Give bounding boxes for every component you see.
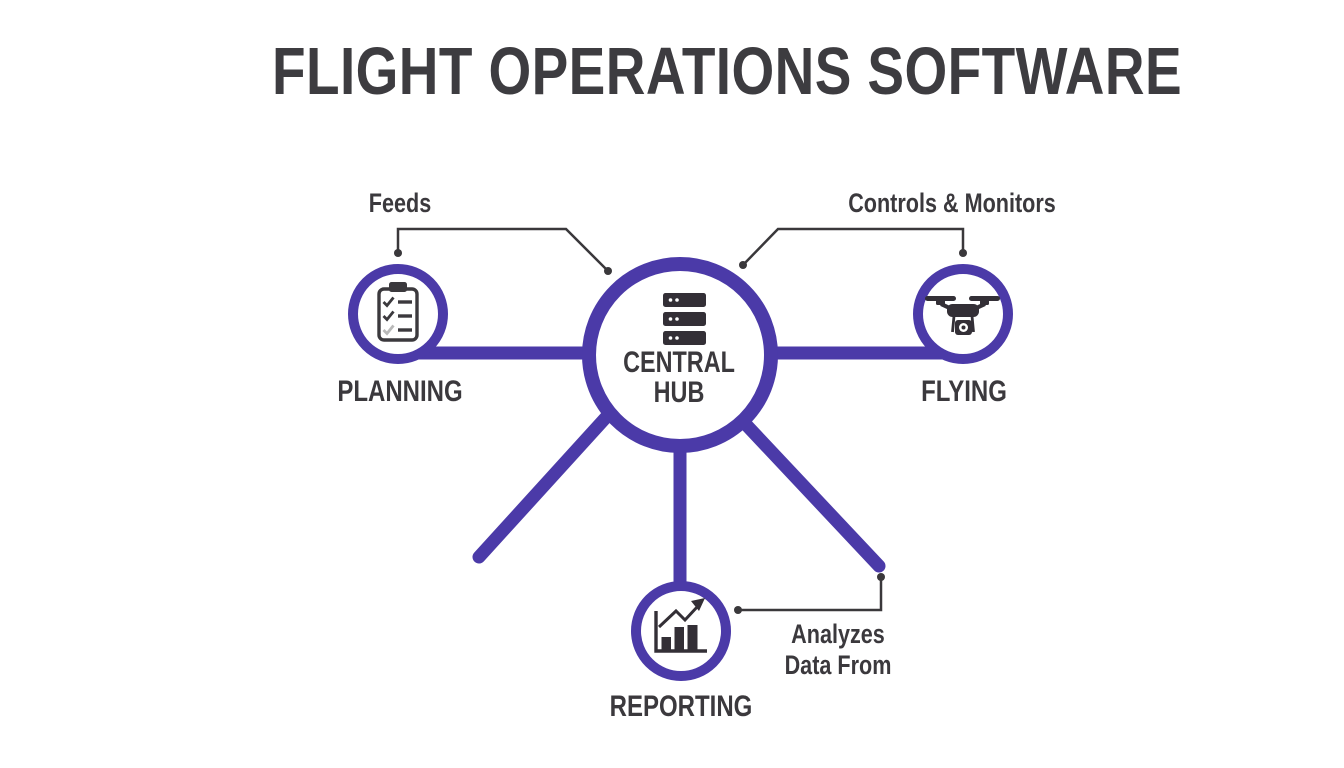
page-title: FLIGHT OPERATIONS SOFTWARE	[272, 34, 1183, 109]
server-icon	[663, 293, 706, 345]
flying-label: FLYING	[921, 375, 1007, 408]
central-hub-label-line2: HUB	[653, 376, 705, 409]
annotation-analyzes-data-from: Analyzes Data From	[738, 619, 938, 681]
annotation-feeds: Feeds	[368, 188, 432, 218]
clipboard-checklist-icon	[377, 282, 419, 342]
reporting-label: REPORTING	[609, 690, 753, 723]
annotation-connectors	[396, 227, 965, 612]
connector-endpoint-dots	[394, 249, 967, 614]
annotation-controls-monitors: Controls & Monitors	[848, 188, 1056, 218]
controls-connector-line	[742, 227, 965, 266]
annotation-analyzes-line2: Data From	[784, 650, 892, 680]
feeds-connector-line	[396, 227, 609, 272]
central-hub-label: CENTRAL HUB	[601, 348, 757, 408]
central-hub-label-line1: CENTRAL	[623, 346, 735, 379]
central-hub-circle	[582, 257, 778, 453]
annotation-analyzes-line1: Analyzes	[791, 619, 885, 649]
analyzes-connector-line	[738, 577, 883, 612]
planning-label: PLANNING	[337, 375, 463, 408]
planning-circle	[348, 264, 448, 364]
drone-icon	[925, 296, 1000, 335]
bar-chart-icon	[654, 598, 707, 653]
